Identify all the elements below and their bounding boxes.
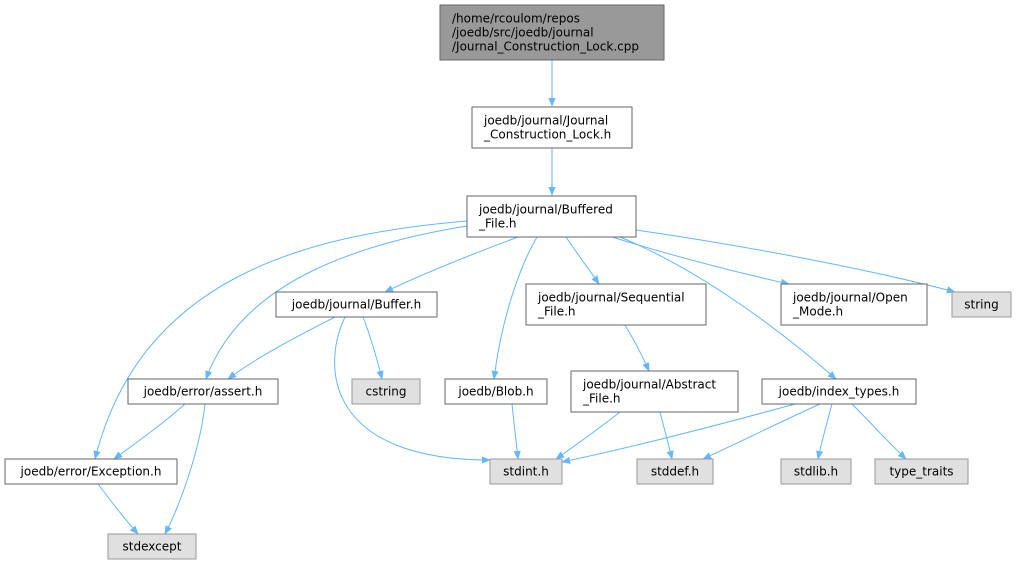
node-label: string: [964, 298, 998, 312]
node-label: _File.h: [478, 217, 517, 231]
edge-seq-to-abstract: [624, 324, 650, 372]
node-label: stdlib.h: [794, 465, 838, 479]
edge-buffer-to-assert: [227, 316, 336, 380]
node-label: _Construction_Lock.h: [483, 128, 611, 142]
node-label: joedb/error/Exception.h: [20, 465, 162, 479]
node-buffer[interactable]: joedb/journal/Buffer.h: [275, 291, 438, 318]
node-label: joedb/error/assert.h: [143, 385, 263, 399]
node-label: /home/rcoulom/repos: [452, 12, 580, 26]
node-jcl[interactable]: joedb/journal/Journal_Construction_Lock.…: [471, 106, 633, 149]
edge-bf-to-seq: [565, 236, 600, 285]
node-box: [780, 283, 928, 326]
node-box: [4, 458, 178, 485]
node-cstring[interactable]: cstring: [351, 378, 421, 405]
node-label: joedb/journal/Open: [792, 291, 908, 305]
edge-index-to-stddef: [702, 403, 821, 460]
edge-assert-to-stdexcept: [164, 403, 206, 535]
node-label: joedb/journal/Sequential: [537, 291, 685, 305]
node-type-traits[interactable]: type_traits: [874, 458, 969, 485]
node-open[interactable]: joedb/journal/Open_Mode.h: [780, 283, 928, 326]
node-root[interactable]: /home/rcoulom/repos/joedb/src/joedb/jour…: [439, 4, 665, 61]
node-box: [761, 378, 917, 405]
edge-buffer-to-stdint: [334, 316, 491, 464]
node-box: [489, 458, 563, 485]
edge-bf-to-string: [635, 229, 956, 294]
node-box: [351, 378, 421, 405]
node-stdexcept[interactable]: stdexcept: [107, 533, 197, 560]
edge-bf-to-buffer: [384, 236, 519, 293]
node-box: [570, 370, 739, 413]
edge-bf-to-index: [619, 236, 837, 380]
edge-index-to-type_traits: [851, 403, 907, 460]
edge-bf-to-blob: [491, 236, 538, 380]
node-label: joedb/Blob.h: [457, 385, 533, 399]
node-string[interactable]: string: [951, 291, 1012, 318]
edge-abstract-to-stddef: [659, 411, 674, 460]
node-assert[interactable]: joedb/error/assert.h: [127, 378, 279, 405]
edge-index-to-stdlib: [816, 403, 833, 460]
node-label: /Journal_Construction_Lock.cpp: [452, 40, 639, 54]
node-box: [444, 378, 548, 405]
node-stdlib[interactable]: stdlib.h: [780, 458, 852, 485]
edge-buffer-to-cstring: [362, 316, 384, 380]
node-box: [127, 378, 279, 405]
node-stddef[interactable]: stddef.h: [636, 458, 714, 485]
node-label: joedb/journal/Buffer.h: [291, 298, 421, 312]
node-label: joedb/journal/Abstract: [582, 378, 716, 392]
edge-bf-to-open: [611, 236, 790, 286]
node-stdint[interactable]: stdint.h: [489, 458, 563, 485]
node-label: stddef.h: [651, 465, 699, 479]
edge-abstract-to-stdint: [555, 411, 621, 460]
edge-bf-to-exception: [93, 220, 468, 460]
node-box: [275, 291, 438, 318]
nodes-layer: /home/rcoulom/repos/joedb/src/joedb/jour…: [4, 4, 1012, 560]
edge-exception-to-stdexcept: [97, 483, 139, 535]
node-index[interactable]: joedb/index_types.h: [761, 378, 917, 405]
node-box: [466, 195, 637, 238]
node-blob[interactable]: joedb/Blob.h: [444, 378, 548, 405]
node-label: _File.h: [582, 392, 621, 406]
node-box: [107, 533, 197, 560]
edge-index-to-stdint: [561, 403, 796, 464]
node-box: [525, 283, 707, 326]
node-seq[interactable]: joedb/journal/Sequential_File.h: [525, 283, 707, 326]
node-label: joedb/journal/Journal: [483, 114, 608, 128]
node-exception[interactable]: joedb/error/Exception.h: [4, 458, 178, 485]
node-label: type_traits: [889, 465, 953, 479]
node-box: [951, 291, 1012, 318]
edge-bf-to-assert: [205, 225, 468, 380]
node-box: [471, 106, 633, 149]
node-box: [636, 458, 714, 485]
node-label: /joedb/src/joedb/journal: [452, 26, 594, 40]
node-label: stdexcept: [123, 540, 182, 554]
node-label: _File.h: [537, 305, 576, 319]
edge-assert-to-exception: [113, 403, 186, 460]
node-label: stdint.h: [503, 465, 549, 479]
edges-layer: [93, 60, 956, 535]
node-label: _Mode.h: [792, 305, 843, 319]
node-box: [874, 458, 969, 485]
node-box: [439, 4, 665, 61]
node-label: joedb/index_types.h: [778, 385, 900, 399]
node-label: joedb/journal/Buffered: [478, 203, 613, 217]
node-label: cstring: [365, 385, 406, 399]
node-box: [780, 458, 852, 485]
node-bf[interactable]: joedb/journal/Buffered_File.h: [466, 195, 637, 238]
edge-blob-to-stdint: [511, 403, 521, 460]
node-abstract[interactable]: joedb/journal/Abstract_File.h: [570, 370, 739, 413]
